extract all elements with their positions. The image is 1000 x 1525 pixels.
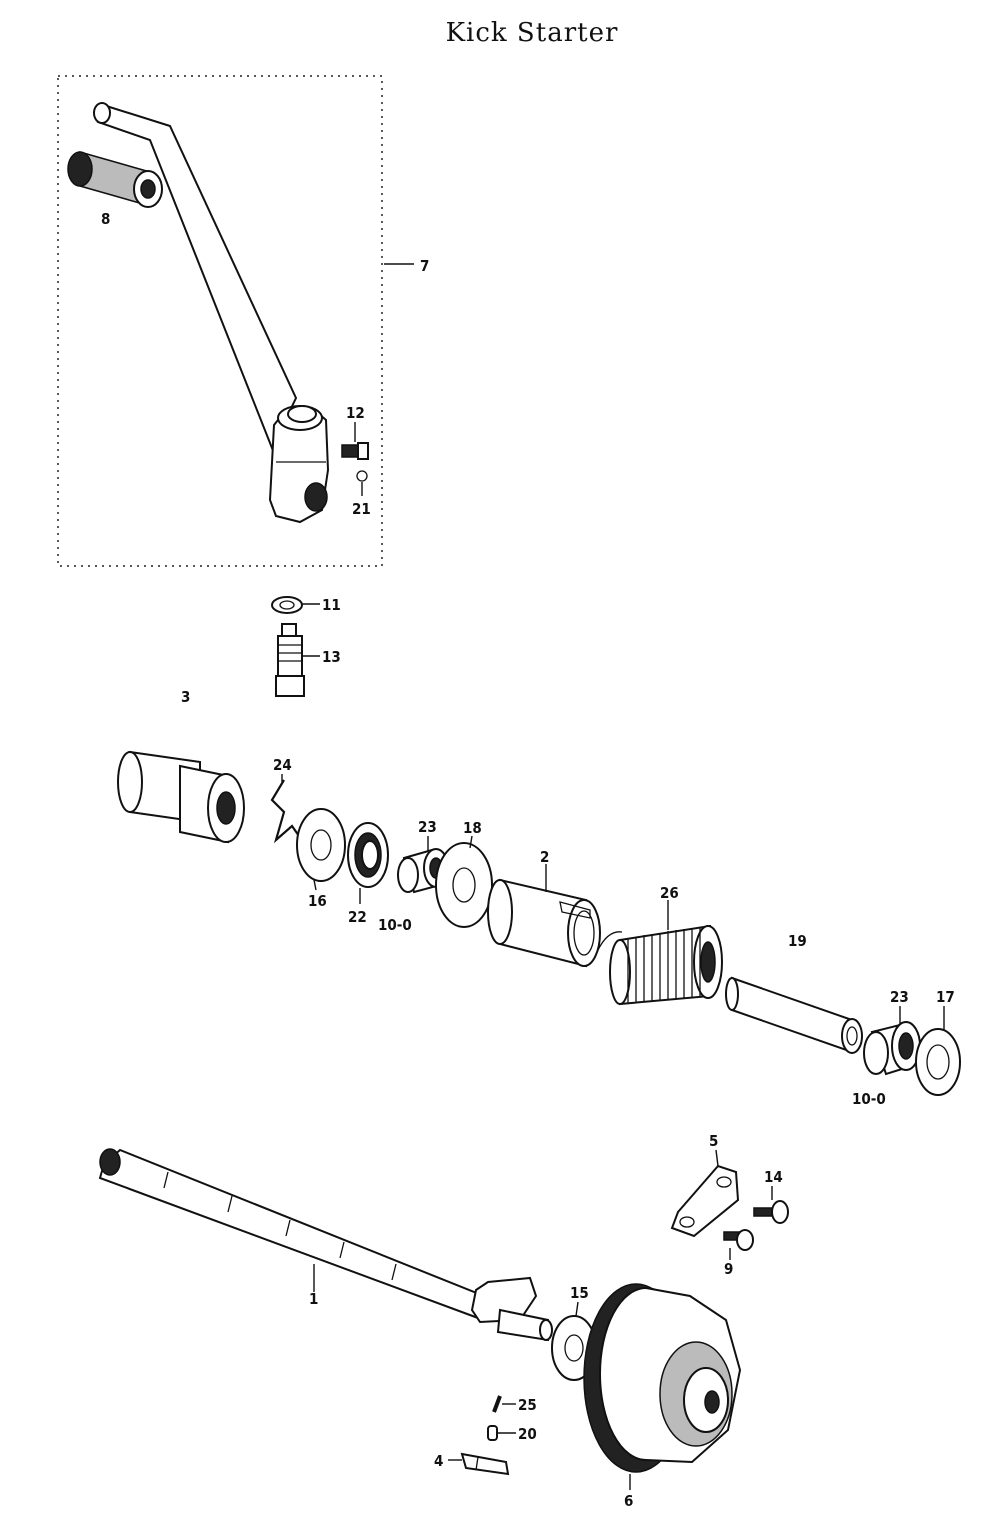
kick-gear-6 (583, 1283, 742, 1473)
kick-arm-assembly-box (57, 75, 383, 567)
spring-26 (609, 924, 723, 1006)
kick-rubber-grip (67, 151, 163, 208)
nut-21 (356, 470, 368, 482)
kick-shaft-1 (98, 1148, 553, 1342)
callout-6: 6 (624, 1492, 633, 1510)
callout-7: 7 (420, 257, 429, 275)
pawl-4 (460, 1452, 510, 1476)
callout-24: 24 (273, 756, 292, 774)
callout-19: 19 (788, 932, 807, 950)
callout-21: 21 (352, 500, 371, 518)
callout-22: 22 (348, 908, 367, 926)
bolt-13 (275, 623, 305, 697)
callout-8: 8 (101, 210, 110, 228)
callout-9: 9 (724, 1260, 733, 1278)
callout-4: 4 (434, 1452, 443, 1470)
callout-14: 14 (764, 1168, 783, 1186)
callout-5: 5 (709, 1132, 718, 1150)
washer-18 (435, 842, 493, 928)
spring-20 (487, 1425, 498, 1441)
callout-12: 12 (346, 404, 365, 422)
callout-13: 13 (322, 648, 341, 666)
pipe-19 (725, 976, 863, 1054)
bolt-12 (341, 442, 369, 460)
pin-25 (492, 1395, 502, 1413)
stopper-plate-5 (670, 1164, 740, 1238)
callout-2: 2 (540, 848, 549, 866)
leader-lines (281, 263, 945, 1490)
callout-17: 17 (936, 988, 955, 1006)
callout-18: 18 (463, 819, 482, 837)
washer-17 (915, 1028, 961, 1096)
callout-15: 15 (570, 1284, 589, 1302)
bushing-3 (117, 750, 245, 844)
callout-20: 20 (518, 1425, 537, 1443)
callout-11: 11 (322, 596, 341, 614)
callout-1: 1 (309, 1290, 318, 1308)
callout-25: 25 (518, 1396, 537, 1414)
kick-arm-lever (93, 102, 330, 524)
screw-9 (723, 1229, 754, 1251)
callout-23-right: 23 (890, 988, 909, 1006)
bush-23-right (863, 1021, 921, 1076)
clip-24 (270, 779, 307, 847)
callout-10-0-left: 10-0 (378, 916, 412, 934)
callout-26: 26 (660, 884, 679, 902)
callout-3: 3 (181, 688, 190, 706)
callout-23-left: 23 (418, 818, 437, 836)
callout-16: 16 (308, 892, 327, 910)
bearing-22 (347, 822, 389, 888)
screw-14 (753, 1200, 789, 1224)
sleeve-2 (487, 878, 623, 968)
page-title: Kick Starter (445, 18, 619, 48)
bush-23-left (397, 848, 449, 894)
washer-11 (271, 596, 303, 614)
washer-16 (296, 808, 346, 882)
callout-10-0-right: 10-0 (852, 1090, 886, 1108)
